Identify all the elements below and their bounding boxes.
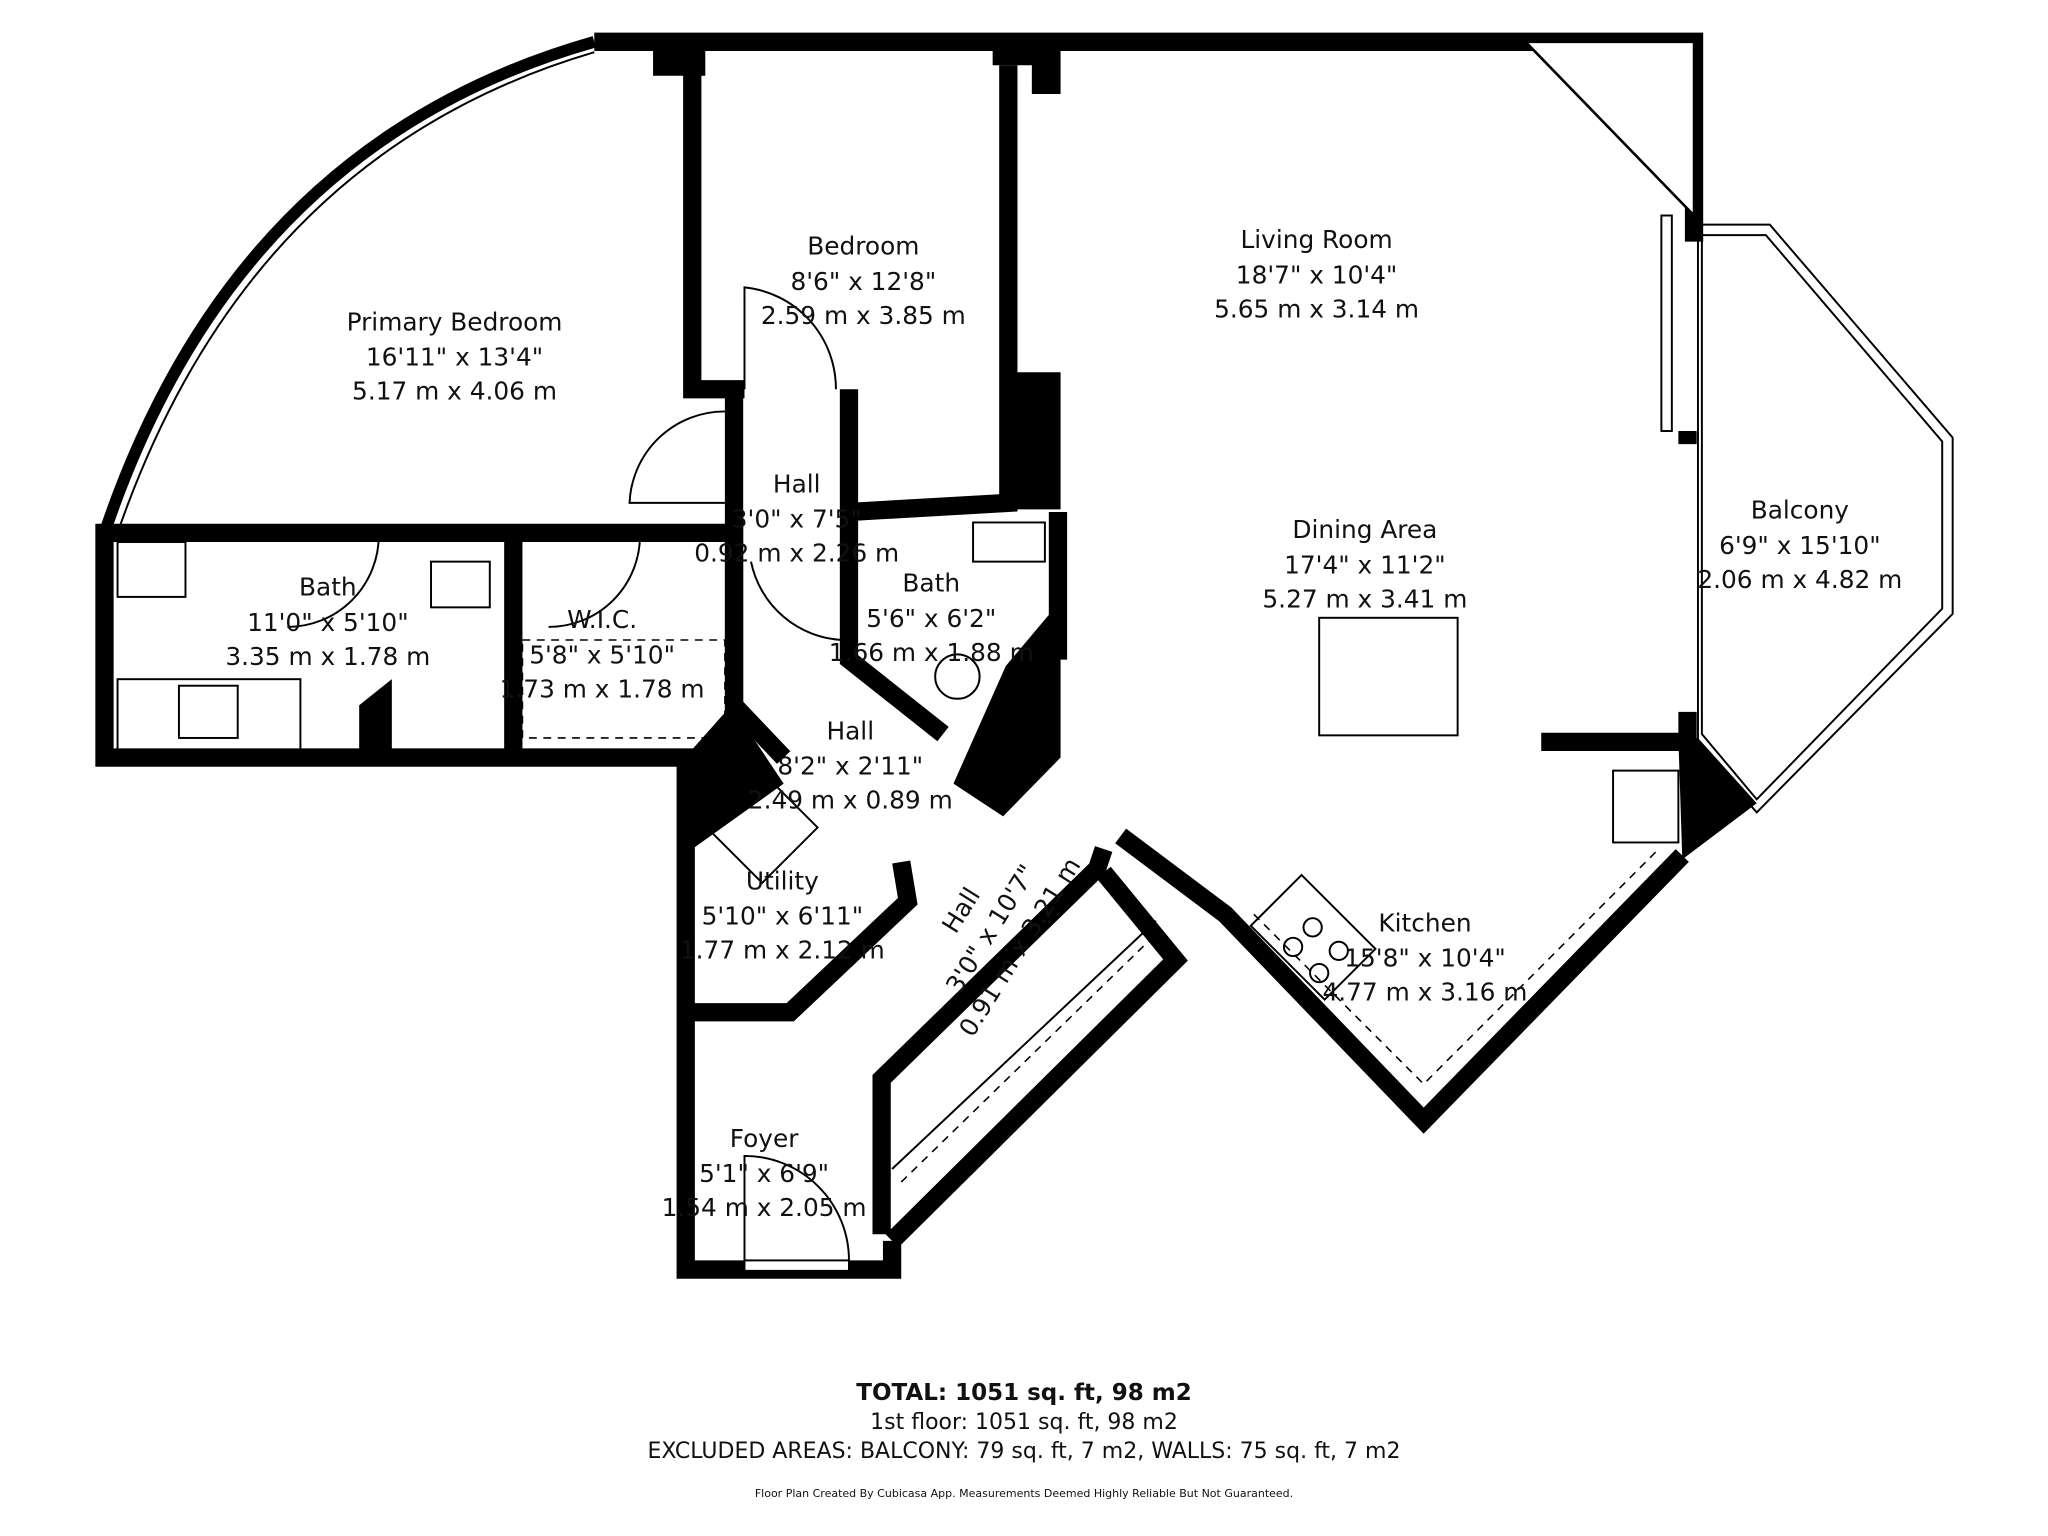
- area-excluded: EXCLUDED AREAS: BALCONY: 79 sq. ft, 7 m2…: [647, 1439, 1401, 1464]
- room-label-bath-2: Bath 5'6" x 6'2" 1.66 m x 1.88 m: [829, 569, 1034, 667]
- svg-text:8'6" x 12'8": 8'6" x 12'8": [790, 267, 936, 296]
- room-label-balcony: Balcony 6'9" x 15'10" 2.06 m x 4.82 m: [1697, 496, 1902, 594]
- room-label-living-room: Living Room 18'7" x 10'4" 5.65 m x 3.14 …: [1214, 225, 1419, 323]
- svg-text:Utility: Utility: [746, 866, 819, 895]
- svg-text:Living Room: Living Room: [1240, 225, 1392, 254]
- svg-text:W.I.C.: W.I.C.: [567, 605, 637, 634]
- svg-text:Foyer: Foyer: [730, 1124, 799, 1153]
- svg-text:4.77 m x 3.16 m: 4.77 m x 3.16 m: [1323, 977, 1528, 1006]
- svg-text:8'2" x 2'11": 8'2" x 2'11": [777, 752, 923, 781]
- svg-text:Balcony: Balcony: [1751, 496, 1849, 525]
- svg-text:2.49 m x 0.89 m: 2.49 m x 0.89 m: [748, 785, 953, 814]
- room-label-dining-area: Dining Area 17'4" x 11'2" 5.27 m x 3.41 …: [1262, 515, 1467, 613]
- svg-text:15'8" x 10'4": 15'8" x 10'4": [1344, 944, 1506, 973]
- svg-text:1.77 m x 2.12 m: 1.77 m x 2.12 m: [680, 936, 885, 965]
- room-label-foyer: Foyer 5'1" x 6'9" 1.54 m x 2.05 m: [662, 1124, 867, 1222]
- svg-text:1.73 m x 1.78 m: 1.73 m x 1.78 m: [500, 674, 705, 703]
- room-label-primary-bedroom: Primary Bedroom 16'11" x 13'4" 5.17 m x …: [347, 307, 563, 405]
- svg-text:17'4" x 11'2": 17'4" x 11'2": [1284, 550, 1446, 579]
- room-label-hall-3: Hall 3'0" x 10'7" 0.91 m x 3.21 m: [936, 852, 1086, 1041]
- fixtures: [116, 286, 1680, 1272]
- room-label-hall-2: Hall 8'2" x 2'11" 2.49 m x 0.89 m: [748, 716, 953, 814]
- svg-text:5'6" x 6'2": 5'6" x 6'2": [866, 604, 996, 633]
- svg-text:2.06 m x 4.82 m: 2.06 m x 4.82 m: [1697, 565, 1902, 594]
- svg-text:Hall: Hall: [773, 469, 821, 498]
- svg-text:5.17 m x 4.06 m: 5.17 m x 4.06 m: [352, 377, 557, 406]
- svg-text:5.65 m x 3.14 m: 5.65 m x 3.14 m: [1214, 294, 1419, 323]
- svg-text:5'8" x 5'10": 5'8" x 5'10": [529, 641, 675, 670]
- svg-text:Bedroom: Bedroom: [807, 232, 919, 261]
- svg-text:3'0" x 7'5": 3'0" x 7'5": [732, 505, 862, 534]
- svg-text:3.35 m x 1.78 m: 3.35 m x 1.78 m: [225, 642, 430, 671]
- svg-text:Dining Area: Dining Area: [1292, 515, 1437, 544]
- svg-text:5'1" x 6'9": 5'1" x 6'9": [699, 1159, 829, 1188]
- area-floor: 1st floor: 1051 sq. ft, 98 m2: [870, 1410, 1178, 1435]
- room-label-kitchen: Kitchen 15'8" x 10'4" 4.77 m x 3.16 m: [1323, 908, 1528, 1006]
- room-label-bedroom: Bedroom 8'6" x 12'8" 2.59 m x 3.85 m: [761, 232, 966, 330]
- svg-text:11'0" x 5'10": 11'0" x 5'10": [247, 608, 409, 637]
- svg-text:5.27 m x 3.41 m: 5.27 m x 3.41 m: [1262, 584, 1467, 613]
- svg-text:6'9" x 15'10": 6'9" x 15'10": [1719, 531, 1881, 560]
- primary-bedroom-curved-wall: [98, 36, 596, 535]
- svg-text:2.59 m x 3.85 m: 2.59 m x 3.85 m: [761, 301, 966, 330]
- svg-text:0.92 m x 2.26 m: 0.92 m x 2.26 m: [694, 539, 899, 568]
- room-label-utility: Utility 5'10" x 6'11" 1.77 m x 2.12 m: [680, 866, 885, 964]
- room-label-wic: W.I.C. 5'8" x 5'10" 1.73 m x 1.78 m: [500, 605, 705, 703]
- area-total: TOTAL: 1051 sq. ft, 98 m2: [856, 1380, 1192, 1406]
- svg-text:Bath: Bath: [902, 569, 960, 598]
- svg-text:Hall: Hall: [826, 716, 874, 745]
- room-label-bath-1: Bath 11'0" x 5'10" 3.35 m x 1.78 m: [225, 573, 430, 671]
- svg-text:Bath: Bath: [299, 573, 357, 602]
- room-label-hall-1: Hall 3'0" x 7'5" 0.92 m x 2.26 m: [694, 469, 899, 567]
- svg-text:Kitchen: Kitchen: [1378, 908, 1471, 937]
- svg-text:1.54 m x 2.05 m: 1.54 m x 2.05 m: [662, 1193, 867, 1222]
- windows: [798, 32, 1673, 432]
- svg-text:1.66 m x 1.88 m: 1.66 m x 1.88 m: [829, 638, 1034, 667]
- svg-text:18'7" x 10'4": 18'7" x 10'4": [1236, 260, 1398, 289]
- svg-text:5'10" x 6'11": 5'10" x 6'11": [702, 902, 864, 931]
- svg-text:Primary Bedroom: Primary Bedroom: [347, 307, 563, 336]
- disclaimer: Floor Plan Created By Cubicasa App. Meas…: [754, 1487, 1294, 1500]
- walls: [95, 32, 1757, 1279]
- svg-text:16'11" x 13'4": 16'11" x 13'4": [366, 343, 543, 372]
